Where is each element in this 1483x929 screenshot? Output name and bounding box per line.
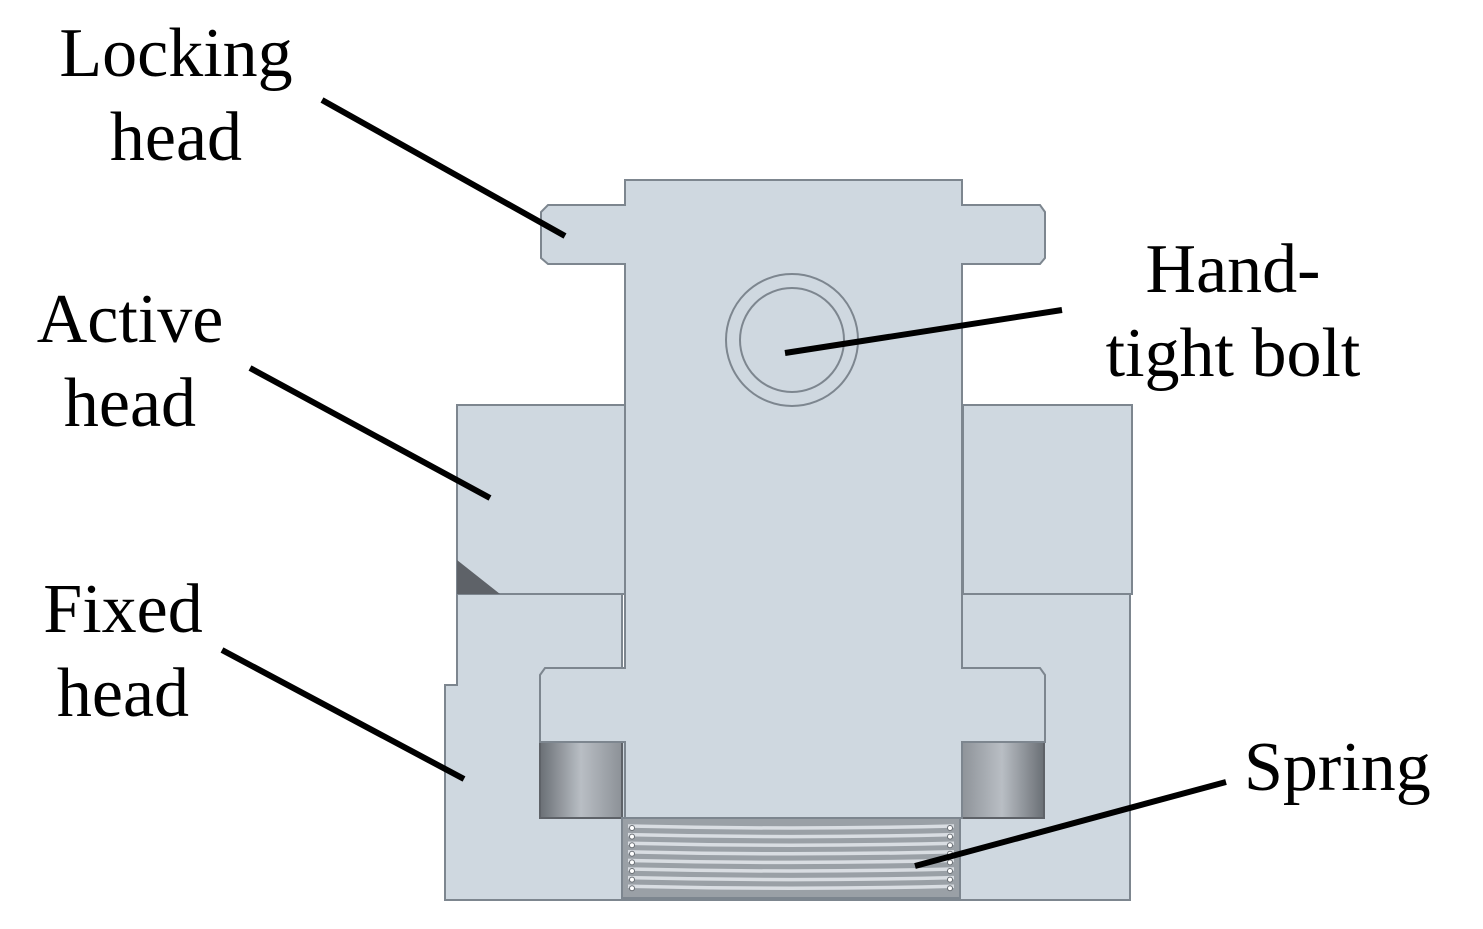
cavity-right bbox=[959, 741, 1045, 819]
spring-coil-end bbox=[947, 868, 953, 874]
spring-coil bbox=[627, 867, 955, 873]
spring-coil-end bbox=[629, 842, 635, 849]
spring-coil bbox=[627, 832, 955, 839]
spring-coil-end bbox=[947, 825, 953, 831]
spring-coil bbox=[627, 884, 955, 890]
spring-coil bbox=[627, 850, 955, 856]
spring-coil-end bbox=[947, 833, 953, 840]
spring-coil-end bbox=[947, 876, 953, 883]
spring-coil-end bbox=[629, 833, 635, 840]
label-active-head-line1: Active bbox=[36, 281, 224, 358]
active-head-body bbox=[456, 404, 626, 595]
leader-spring bbox=[914, 779, 1227, 869]
spring-coil-end bbox=[629, 859, 635, 866]
leader-locking-head bbox=[320, 97, 567, 239]
active-head-chamfer bbox=[457, 560, 500, 594]
label-fixed-head-line2: head bbox=[56, 655, 190, 732]
spring-coil-end bbox=[947, 885, 953, 892]
locking-head-body bbox=[539, 179, 1046, 819]
spring-coil bbox=[627, 858, 955, 865]
spring-coil-end bbox=[629, 885, 635, 892]
leader-active-head bbox=[248, 365, 492, 501]
label-locking-head-line1: Locking bbox=[59, 15, 293, 92]
label-locking-head-line2: head bbox=[109, 99, 243, 176]
cavity-left bbox=[539, 741, 623, 819]
active-head-body-right bbox=[962, 404, 1133, 595]
label-spring-line1: Spring bbox=[1244, 729, 1431, 806]
spring-coil-end bbox=[629, 850, 635, 857]
spring-pocket bbox=[621, 817, 961, 899]
label-active-head: Active head bbox=[14, 278, 246, 446]
spring-coil-end bbox=[629, 876, 635, 883]
spring-coils bbox=[627, 824, 955, 892]
bolt-inner-circle bbox=[739, 287, 845, 393]
label-locking-head: Locking head bbox=[36, 12, 316, 180]
label-hand-tight-bolt: Hand- tight bolt bbox=[1080, 228, 1386, 396]
label-hand-tight-bolt-line2: tight bolt bbox=[1105, 315, 1361, 392]
label-hand-tight-bolt-line1: Hand- bbox=[1145, 231, 1321, 308]
leader-hand-tight-bolt bbox=[784, 307, 1063, 356]
spring-coil-end bbox=[629, 868, 635, 874]
label-fixed-head: Fixed head bbox=[18, 568, 228, 736]
label-spring: Spring bbox=[1244, 726, 1470, 810]
label-active-head-line2: head bbox=[63, 365, 197, 442]
spring-coil bbox=[627, 841, 955, 847]
leader-fixed-head bbox=[220, 647, 466, 782]
spring-coil-end bbox=[947, 859, 953, 866]
spring-coil bbox=[627, 824, 955, 830]
spring-coil-end bbox=[629, 825, 635, 831]
spring-coil-end bbox=[947, 842, 953, 849]
label-fixed-head-line1: Fixed bbox=[43, 571, 203, 648]
spring-coil bbox=[627, 875, 955, 882]
